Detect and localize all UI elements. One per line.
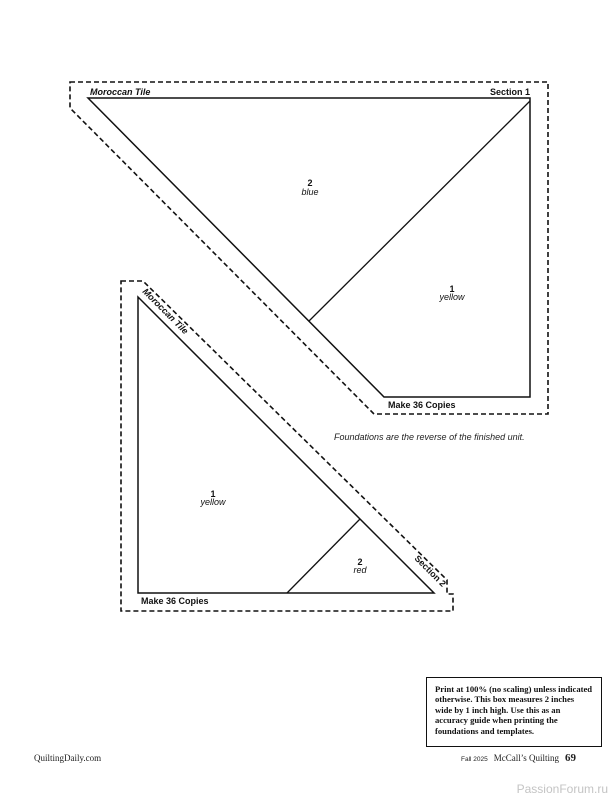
section-2-label: Section 2 [413, 553, 448, 588]
section-2-piece-2-number: 2 [357, 557, 362, 567]
page-number: 69 [565, 752, 576, 764]
section-1-outline [86, 97, 531, 398]
section-2-piece-1-number: 1 [210, 489, 215, 499]
watermark: PassionForum.ru [516, 782, 608, 796]
footer-magazine: McCall’s Quilting [493, 753, 559, 763]
footer-site: QuiltingDaily.com [34, 753, 102, 763]
section-1-label: Section 1 [490, 87, 530, 97]
section-1-piece-2-color: blue [301, 187, 318, 197]
section-2-template: Moroccan Tile Section 2 1 yellow 2 red M… [120, 280, 454, 612]
section-2-title: Moroccan Tile [141, 286, 191, 336]
section-1-title: Moroccan Tile [90, 87, 150, 97]
footer-right: Fall 2025 McCall’s Quilting 69 [461, 752, 576, 764]
section-1-piece-1-number: 1 [449, 284, 454, 294]
section-2-copies: Make 36 Copies [141, 596, 209, 606]
section-1-seam-line [308, 100, 531, 322]
section-1-cut-line [69, 81, 549, 415]
reverse-note: Foundations are the reverse of the finis… [334, 432, 525, 442]
section-2-seam-line [286, 518, 361, 594]
section-1-piece-2-number: 2 [307, 178, 312, 188]
footer-issue: Fall 2025 [461, 756, 488, 763]
section-1-template: Moroccan Tile Section 1 2 blue 1 yellow … [69, 81, 549, 415]
section-2-piece-2-color: red [353, 565, 367, 575]
section-2-outline [137, 295, 436, 594]
section-1-piece-1-color: yellow [438, 292, 465, 302]
section-1-copies: Make 36 Copies [388, 400, 456, 410]
section-2-cut-line [120, 280, 454, 612]
print-accuracy-box: Print at 100% (no scaling) unless indica… [426, 677, 602, 747]
section-2-piece-1-color: yellow [199, 497, 226, 507]
